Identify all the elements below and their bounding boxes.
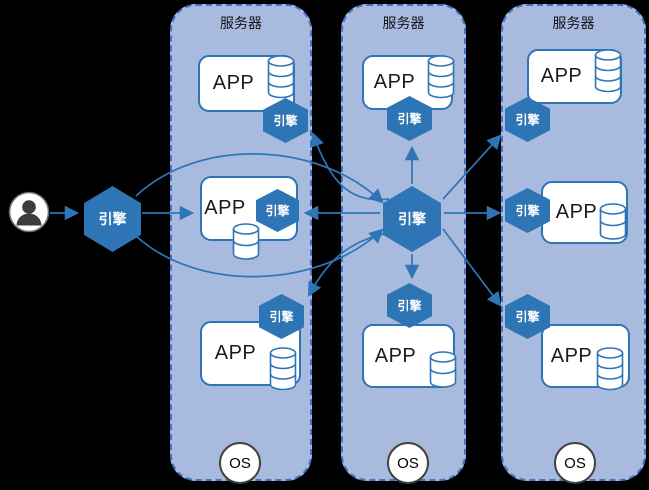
os-badge: OS (219, 442, 261, 484)
server-label: 服务器 (382, 15, 425, 31)
client-engine-hexagon: 引擎 (84, 186, 141, 252)
database-icon (429, 351, 457, 388)
server-label: 服务器 (552, 15, 595, 31)
database-icon (267, 55, 295, 99)
database-icon (596, 347, 624, 391)
database-icon (599, 203, 627, 240)
database-icon (427, 55, 455, 99)
os-badge: OS (554, 442, 596, 484)
user-avatar-icon (8, 191, 50, 233)
database-icon (232, 223, 260, 260)
database-icon (269, 347, 297, 391)
os-badge: OS (387, 442, 429, 484)
server-label: 服务器 (220, 15, 262, 31)
database-icon (594, 49, 622, 93)
